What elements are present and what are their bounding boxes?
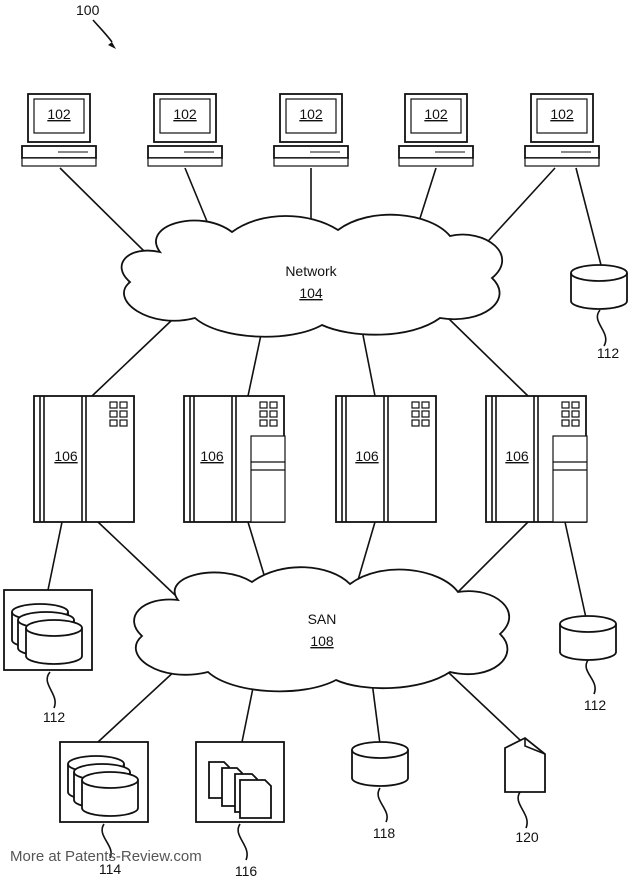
- computer-2: 102: [147, 93, 223, 167]
- computer-label: 102: [550, 106, 574, 122]
- database-118-label: 118: [373, 825, 396, 841]
- computer-3: 102: [273, 93, 349, 167]
- san-cloud: SAN 108: [133, 566, 511, 693]
- network-cloud: Network 104: [120, 213, 504, 338]
- server-san-links: [47, 521, 587, 619]
- file-array-116-label: 116: [235, 863, 258, 879]
- san-storage-links: [97, 667, 521, 745]
- server-label: 106: [355, 448, 379, 464]
- watermark: More at Patents-Review.com: [10, 848, 202, 865]
- file-device-120-label: 120: [515, 829, 539, 845]
- network-server-links: [91, 317, 529, 397]
- server-label: 106: [200, 448, 224, 464]
- server-1: 106: [33, 395, 135, 523]
- right-database-label: 112: [584, 697, 607, 713]
- file-device-120: 120: [504, 736, 546, 845]
- network-database-label: 112: [597, 345, 620, 361]
- database-array-114: 114: [59, 741, 149, 877]
- network-ref: 104: [299, 285, 323, 301]
- right-database: 112: [559, 615, 617, 713]
- left-database-array: 112: [3, 589, 93, 725]
- database-118: 118: [351, 741, 409, 841]
- network-name: Network: [285, 263, 337, 279]
- computer-5: 102: [524, 93, 600, 167]
- computer-label: 102: [47, 106, 71, 122]
- database-array-114-label: 114: [99, 861, 122, 877]
- san-name: SAN: [308, 611, 337, 627]
- server-label: 106: [505, 448, 529, 464]
- file-array-116: 116: [195, 741, 285, 879]
- computer-label: 102: [299, 106, 323, 122]
- computer-1: 102: [21, 93, 97, 167]
- computer-label: 102: [424, 106, 448, 122]
- server-3: 106: [335, 395, 437, 523]
- figure-pointer-arrowhead: [108, 42, 116, 49]
- computer-network-links: [59, 167, 602, 266]
- computer-label: 102: [173, 106, 197, 122]
- server-label: 106: [54, 448, 78, 464]
- network-database: 112: [570, 264, 628, 361]
- server-4: 106: [485, 395, 588, 523]
- computer-4: 102: [398, 93, 474, 167]
- figure-pointer-arrow: [92, 19, 113, 43]
- server-2: 106: [183, 395, 286, 523]
- left-database-array-label: 112: [43, 709, 66, 725]
- figure-number: 100: [76, 2, 100, 18]
- san-ref: 108: [310, 633, 334, 649]
